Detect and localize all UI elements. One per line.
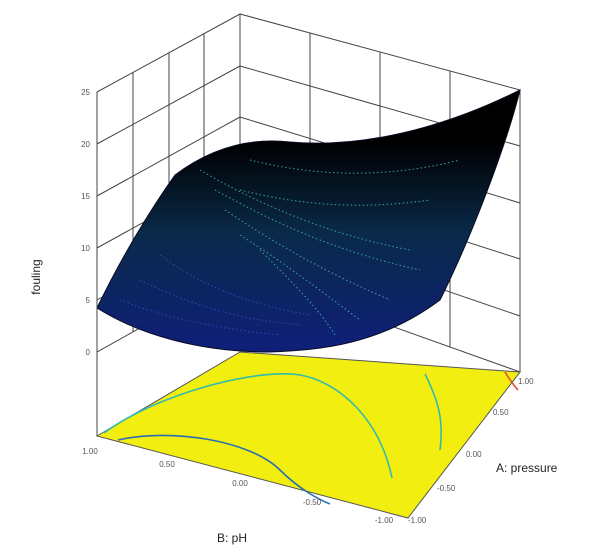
b-tick: -1.00 (375, 516, 394, 525)
a-tick: -1.00 (408, 516, 427, 525)
z-tick: 15 (81, 192, 90, 201)
a-tick: 0.00 (466, 450, 482, 459)
b-tick-labels: 1.00 0.50 0.00 -0.50 -1.00 (82, 447, 393, 525)
response-surface (96, 89, 521, 353)
a-tick: 0.50 (493, 408, 509, 417)
x-axis-title: A: pressure (496, 461, 558, 475)
b-tick: -0.50 (303, 498, 322, 507)
surface-lower-contours (119, 254, 311, 336)
z-tick: 5 (86, 296, 91, 305)
y-axis-title: B: pH (217, 531, 247, 545)
z-tick: 0 (86, 348, 91, 357)
z-tick-labels: 0 5 10 15 20 25 (81, 88, 90, 357)
a-tick: 1.00 (518, 377, 534, 386)
a-tick: -0.50 (437, 484, 456, 493)
z-tick: 20 (81, 140, 90, 149)
z-tick: 25 (81, 88, 90, 97)
a-tick-labels: -1.00 -0.50 0.00 0.50 1.00 (408, 377, 534, 525)
b-tick: 1.00 (82, 447, 98, 456)
surface-contours (199, 159, 461, 336)
floor-contours (103, 371, 519, 505)
z-tick: 10 (81, 244, 90, 253)
z-axis-title: fouling (29, 259, 43, 294)
b-tick: 0.00 (232, 479, 248, 488)
b-tick: 0.50 (159, 460, 175, 469)
